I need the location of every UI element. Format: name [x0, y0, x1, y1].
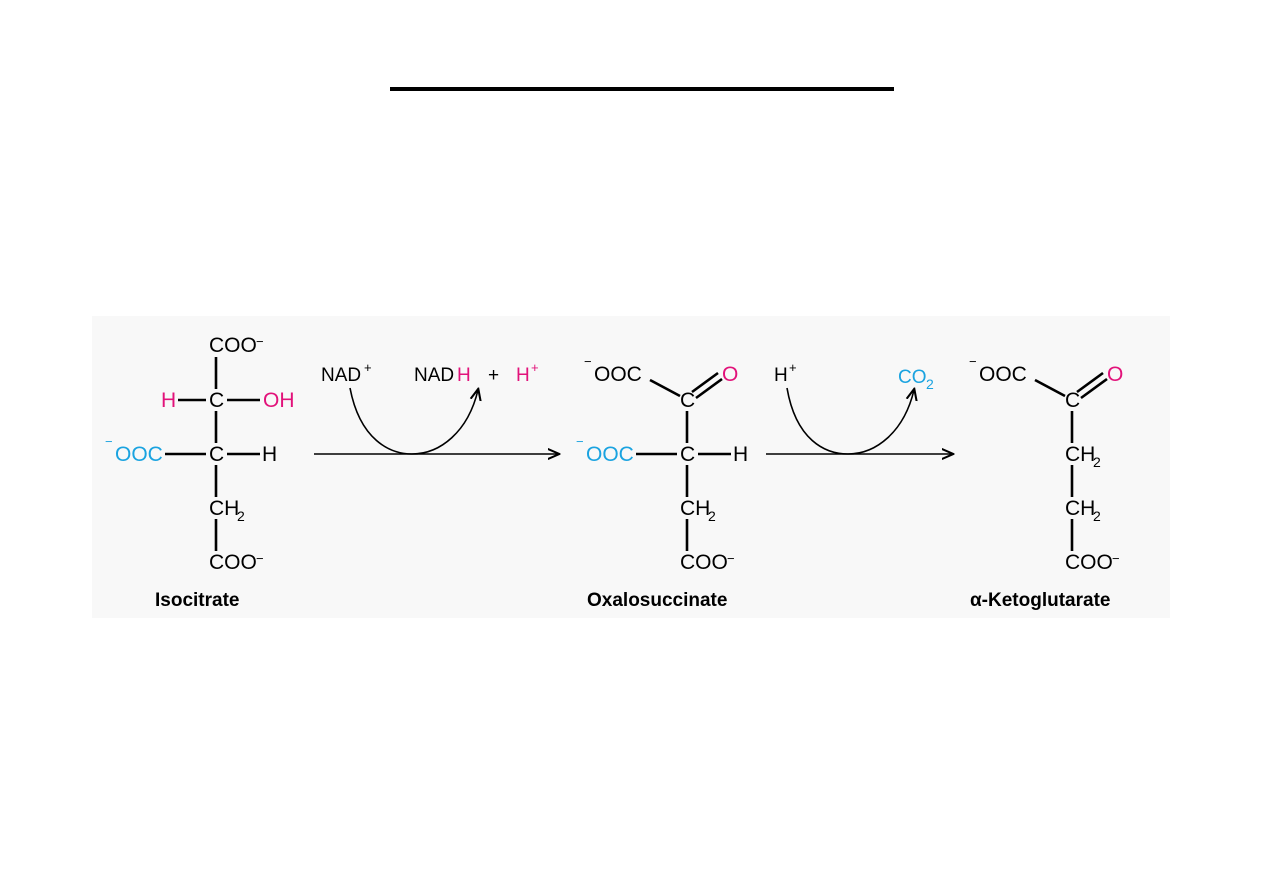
- oxalo-ch2-sub: 2: [708, 508, 716, 524]
- title-underline: [390, 87, 894, 91]
- akg-bottom-coo: COO: [1065, 551, 1113, 574]
- co2-label: CO: [898, 367, 927, 388]
- reaction-2-h-plus: H: [774, 365, 788, 386]
- isocitrate-top-coo: COO: [209, 334, 257, 357]
- oxalo-c2: C: [680, 443, 695, 466]
- isocitrate-label: Isocitrate: [155, 590, 239, 611]
- isocitrate-ch2: CH: [209, 497, 239, 520]
- isocitrate-c2: C: [209, 443, 224, 466]
- isocitrate-oh: OH: [263, 389, 295, 412]
- oxalo-bottom-coo: COO: [680, 551, 728, 574]
- oxalo-h: H: [733, 443, 748, 466]
- akg-bottom-coo-charge: −: [1112, 551, 1120, 566]
- oxalo-bottom-coo-charge: −: [727, 551, 735, 566]
- oxalo-ooc-top: OOC: [594, 363, 642, 386]
- oxalo-o: O: [722, 363, 738, 386]
- isocitrate-structure: COO − H C OH − OOC C H CH 2 COO − Isocit…: [105, 334, 295, 611]
- isocitrate-bottom-coo: COO: [209, 551, 257, 574]
- nad-plus-charge: +: [364, 360, 372, 375]
- oxalosuccinate-label: Oxalosuccinate: [587, 590, 727, 611]
- alpha-ketoglutarate-label: α-Ketoglutarate: [970, 590, 1110, 611]
- oxalo-c1: C: [680, 389, 695, 412]
- isocitrate-h2: H: [262, 443, 277, 466]
- isocitrate-ooc-charge: −: [105, 434, 113, 449]
- akg-c: C: [1065, 389, 1080, 412]
- reaction-1-curved-arrow: [349, 388, 478, 455]
- oxalo-ch2: CH: [680, 497, 710, 520]
- isocitrate-ooc: OOC: [115, 443, 163, 466]
- alpha-ketoglutarate-structure: − OOC O C CH 2 CH 2 COO − α-Ketoglutarat…: [969, 354, 1123, 611]
- nadh-label: NAD: [414, 365, 454, 386]
- reaction-2-h-plus-charge: +: [789, 360, 797, 375]
- oxalo-ooc-top-charge: −: [584, 354, 592, 369]
- reaction-1: NAD + NAD H + H +: [314, 360, 558, 454]
- oxalo-ooc: OOC: [586, 443, 634, 466]
- isocitrate-bottom-coo-charge: −: [256, 551, 264, 566]
- isocitrate-h: H: [161, 389, 176, 412]
- h-plus-charge: +: [531, 360, 539, 375]
- isocitrate-ch2-sub: 2: [237, 508, 245, 524]
- oxalosuccinate-structure: − OOC O C − OOC C H CH 2 COO − Oxalosucc…: [576, 354, 748, 611]
- nad-plus-label: NAD: [321, 365, 361, 386]
- co2-sub: 2: [926, 376, 934, 392]
- reaction-2-curved-arrow: [786, 388, 914, 455]
- akg-ooc: OOC: [979, 363, 1027, 386]
- reaction-1-plus: +: [488, 365, 499, 386]
- h-plus-label: H: [516, 365, 530, 386]
- akg-o: O: [1107, 363, 1123, 386]
- akg-ooc-charge: −: [969, 354, 977, 369]
- nadh-h: H: [457, 365, 471, 386]
- reaction-panel: [92, 316, 1170, 618]
- isocitrate-c1: C: [209, 389, 224, 412]
- akg-ch2-1-sub: 2: [1093, 454, 1101, 470]
- akg-ch2-2-sub: 2: [1093, 508, 1101, 524]
- oxalo-ooc-charge: −: [576, 434, 584, 449]
- isocitrate-top-coo-charge: −: [256, 334, 264, 349]
- akg-ch2-1: CH: [1065, 443, 1095, 466]
- reaction-2: H + CO 2: [766, 360, 952, 454]
- akg-ch2-2: CH: [1065, 497, 1095, 520]
